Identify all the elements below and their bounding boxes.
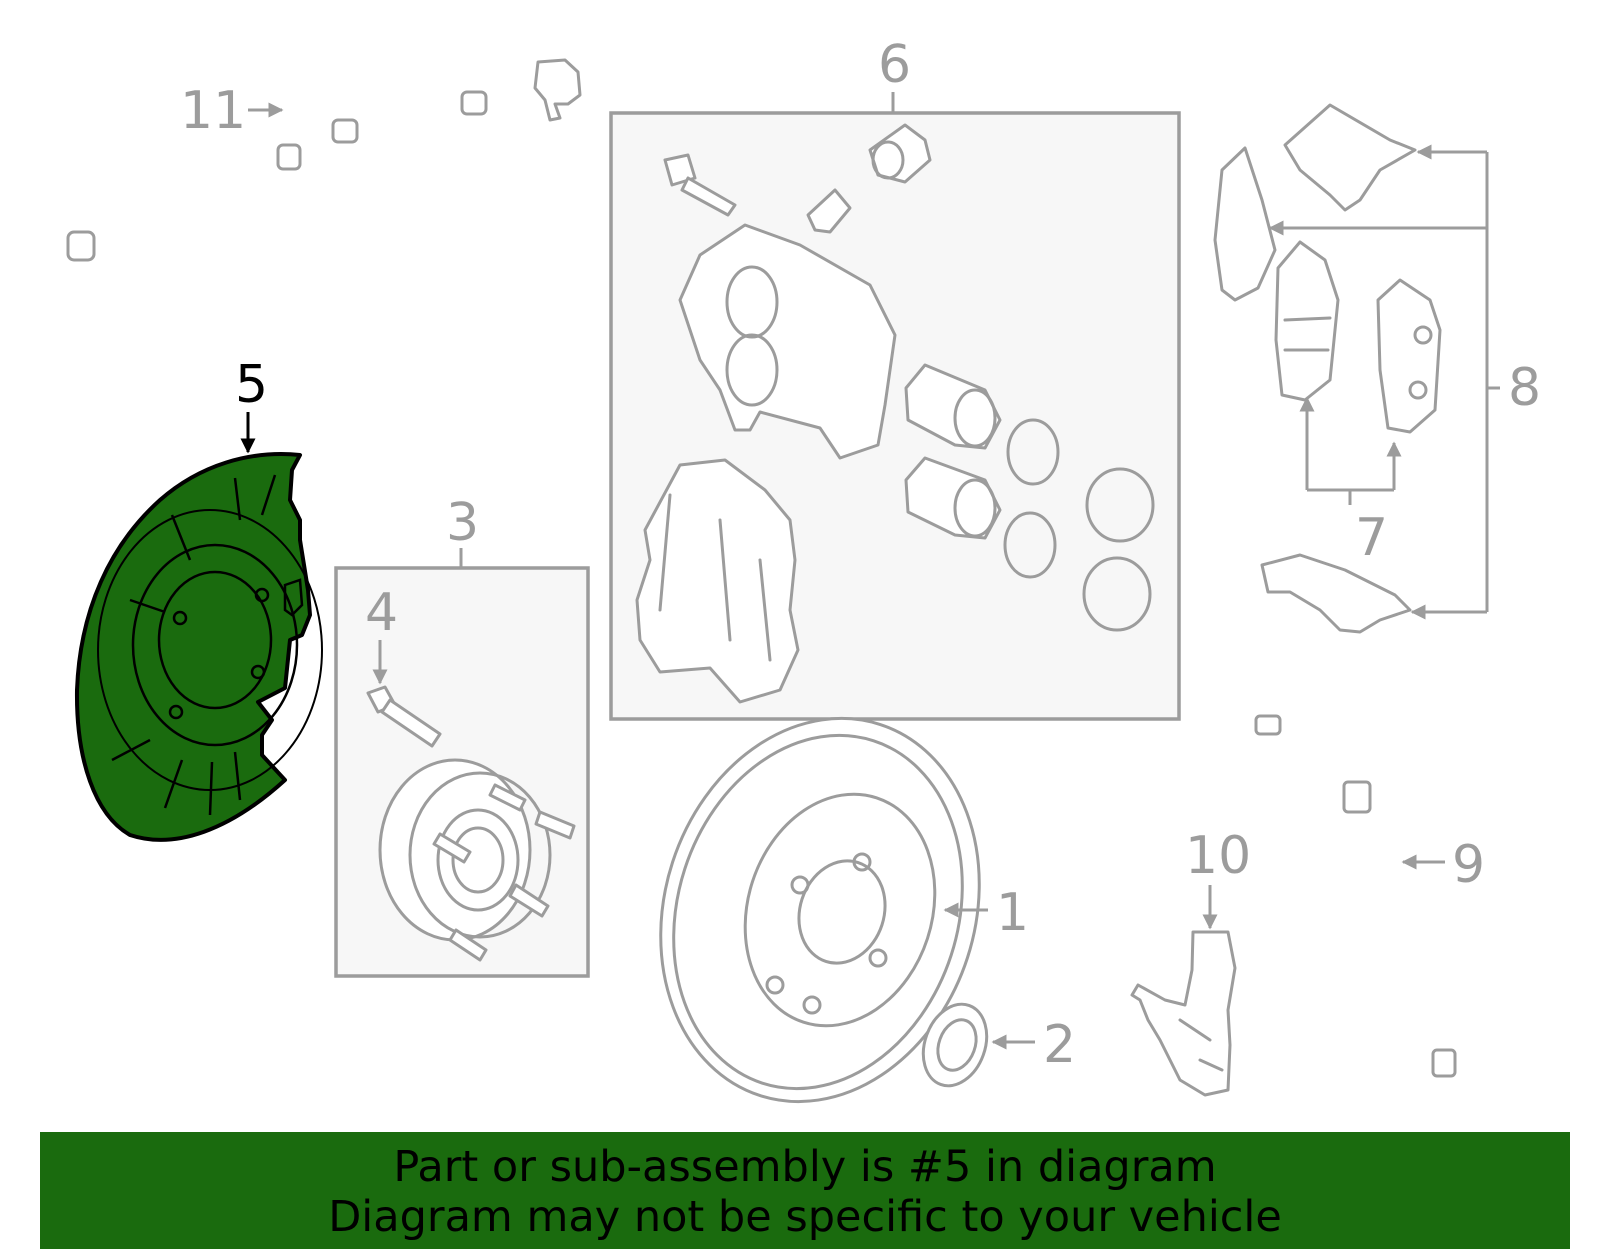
caliper-bolt[interactable] [663,153,737,217]
hub-cap[interactable] [912,995,997,1094]
label-11: 11 [180,81,246,141]
brake-pad-outer[interactable] [1376,278,1442,434]
pad-shim[interactable] [1213,146,1277,302]
wheel-hub[interactable] [378,758,576,962]
leader-7 [1305,400,1396,505]
bleeder-screw[interactable] [806,188,852,234]
caliper-bracket[interactable] [635,458,800,704]
caliper-piston[interactable] [904,363,1002,540]
label-6: 6 [878,35,911,95]
label-4: 4 [365,583,398,643]
brake-hose[interactable] [1254,714,1458,1088]
label-8: 8 [1508,358,1541,418]
leader-8 [1485,152,1500,612]
guide-pin-boot[interactable] [868,123,932,184]
piston-boot[interactable] [1082,467,1155,632]
wheel-stud[interactable] [366,685,442,748]
label-9: 9 [1452,835,1485,895]
pad-spring-clip-top[interactable] [1283,103,1417,212]
label-10: 10 [1185,826,1251,886]
info-banner: Part or sub-assembly is #5 in diagram Di… [40,1132,1570,1249]
label-5: 5 [235,355,268,415]
label-2: 2 [1043,1015,1076,1075]
brake-pad-inner[interactable] [1274,240,1340,402]
brake-rotor[interactable] [612,677,1027,1144]
banner-line-2: Diagram may not be specific to your vehi… [328,1192,1282,1242]
dust-shield[interactable] [74,452,323,842]
label-1: 1 [996,883,1029,943]
label-3: 3 [446,493,479,553]
caliper-housing[interactable] [678,223,897,460]
abs-sensor-wire[interactable] [66,49,582,262]
banner-line-1: Part or sub-assembly is #5 in diagram [393,1142,1217,1192]
piston-seal[interactable] [1003,418,1060,579]
label-7: 7 [1355,508,1388,568]
hose-bracket[interactable] [1130,930,1237,1097]
pad-spring-clip-bottom[interactable] [1260,553,1412,634]
